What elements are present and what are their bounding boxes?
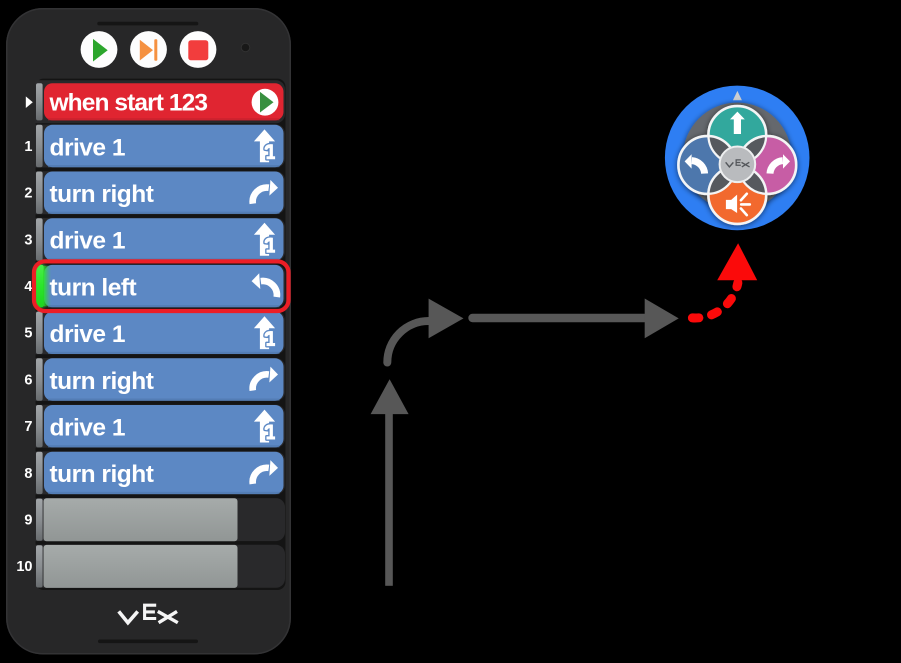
svg-text:7: 7 xyxy=(24,419,32,435)
svg-text:6: 6 xyxy=(24,372,32,388)
svg-text:3: 3 xyxy=(24,232,32,248)
svg-text:2: 2 xyxy=(24,186,32,202)
svg-text:turn right: turn right xyxy=(50,181,154,208)
svg-text:turn right: turn right xyxy=(50,368,154,395)
svg-text:10: 10 xyxy=(16,559,32,575)
svg-text:drive 1: drive 1 xyxy=(50,228,126,255)
svg-text:1: 1 xyxy=(24,139,32,155)
svg-text:turn right: turn right xyxy=(50,461,154,488)
svg-text:drive 1: drive 1 xyxy=(50,415,126,442)
svg-text:turn left: turn left xyxy=(50,274,137,301)
svg-text:5: 5 xyxy=(24,326,32,342)
svg-text:8: 8 xyxy=(24,466,32,482)
svg-text:drive 1: drive 1 xyxy=(50,321,126,348)
svg-text:9: 9 xyxy=(24,513,32,529)
svg-text:when start 123: when start 123 xyxy=(49,89,208,116)
svg-text:drive 1: drive 1 xyxy=(50,134,126,161)
svg-text:4: 4 xyxy=(24,279,32,295)
